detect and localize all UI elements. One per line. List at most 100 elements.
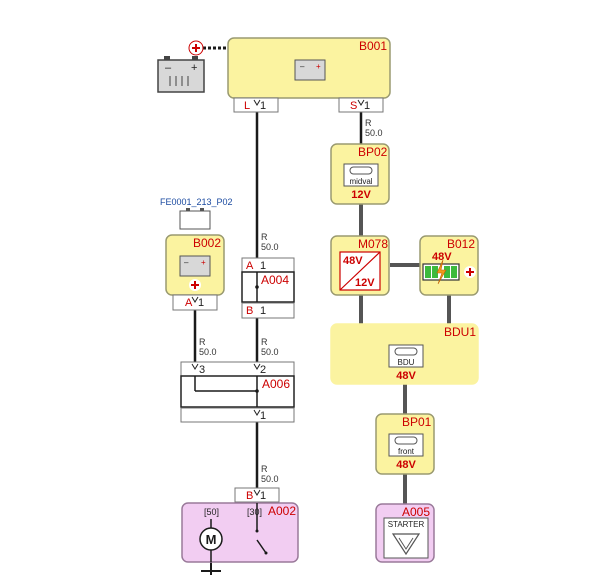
pin-arrow-icon (357, 99, 365, 106)
wire-label-r: R (261, 337, 268, 347)
switch-contact (255, 529, 259, 533)
starter-icon (383, 517, 429, 559)
voltage-label: 48V (396, 370, 416, 382)
component-tag: FE0001_213_P02 (160, 197, 233, 207)
component-id: A004 (261, 273, 289, 287)
starter-symbol (391, 533, 421, 556)
wire-label-value: 50.0 (261, 242, 279, 252)
fuse-label: BDU (398, 358, 415, 367)
wires (193, 46, 451, 575)
battery-icon (179, 255, 211, 277)
fuse-label: front (398, 447, 415, 456)
battery-icon (157, 59, 205, 93)
external-battery[interactable]: – + (157, 40, 205, 93)
lightning-icon (436, 259, 447, 285)
wire-label-value: 50.0 (199, 347, 217, 357)
fuse-label: midval (349, 177, 372, 186)
voltage-label: 48V (432, 251, 452, 263)
component-id: M078 (358, 237, 388, 251)
component-bp01[interactable]: BP01 front 48V (375, 413, 435, 475)
battery-terminal (186, 208, 190, 211)
wire-label-r: R (261, 464, 268, 474)
minus-icon: – (184, 258, 189, 267)
voltage-label: 48V (396, 459, 416, 471)
wire-label-value: 50.0 (365, 128, 383, 138)
pin-label: B (246, 490, 253, 502)
starter-label: STARTER (388, 520, 425, 529)
pin-arrow-icon (253, 363, 261, 370)
pin-label: B (246, 305, 253, 317)
pin-arrow-icon (191, 296, 199, 303)
component-id: A006 (262, 377, 290, 391)
switch-icon (256, 539, 267, 554)
fuse-element (394, 347, 418, 356)
pin-number: 3 (199, 364, 205, 376)
component-id: BP01 (402, 415, 432, 429)
component-id: A005 (402, 505, 430, 519)
component-b001[interactable]: B001 – + L 1 S 1 (227, 37, 391, 113)
starter-symbol-inner (398, 537, 414, 550)
pin-box[interactable] (233, 97, 279, 113)
component-bdu1[interactable]: BDU1 BDU 48V (330, 323, 479, 385)
battery-icon (294, 59, 326, 81)
voltage-label: 12V (351, 189, 371, 201)
component-a005[interactable]: A005 STARTER (375, 503, 435, 563)
pin-box[interactable] (241, 302, 295, 319)
component-fe0001[interactable]: FE0001_213_P02 (160, 197, 233, 230)
plus-icon: + (201, 258, 206, 267)
plus-icon: + (316, 62, 321, 71)
component-id: B001 (359, 39, 387, 53)
wire-label-value: 50.0 (261, 474, 279, 484)
plus-icon (191, 281, 199, 289)
converter-diagonal (339, 251, 381, 291)
component-b002[interactable]: B002 – + A 1 (165, 234, 225, 311)
component-id: B012 (447, 237, 475, 251)
component-b012[interactable]: B012 48V (419, 235, 479, 296)
terminal-label: [50] (204, 507, 219, 517)
battery-terminal (164, 56, 170, 60)
pin-number: 1 (364, 100, 370, 112)
component-m078[interactable]: M078 48V 12V (330, 235, 390, 296)
junction-dot (255, 285, 259, 289)
pin-arrow-icon (253, 489, 261, 496)
wire-labels: R 50.0 R 50.0 R 50.0 R 50.0 R 50.0 (199, 118, 383, 484)
pin-number: 1 (260, 305, 266, 317)
pin-number: 2 (260, 364, 266, 376)
pin-label: A (185, 297, 193, 309)
motor-icon-letter: M (206, 532, 217, 547)
battery-cell (425, 266, 431, 278)
plus-icon (466, 268, 474, 276)
pin-arrow-icon (253, 409, 261, 416)
pin-number: 1 (198, 297, 204, 309)
component-a004[interactable]: A 1 A004 B 1 (241, 257, 295, 319)
battery-cell (451, 266, 457, 278)
battery-icon (179, 210, 211, 230)
component-a002[interactable]: B 1 A002 [50] [30] M (181, 487, 299, 563)
switch-contact (264, 551, 268, 555)
fuse-element (394, 436, 418, 445)
component-id: BDU1 (444, 325, 476, 339)
voltage-in-label: 48V (343, 255, 363, 267)
minus-icon: – (165, 62, 172, 74)
pin-arrow-icon (191, 363, 199, 370)
a004-box (241, 271, 295, 303)
junction-dot (255, 389, 259, 393)
component-id: BP02 (358, 145, 388, 159)
component-a006[interactable]: 3 2 A006 1 (180, 361, 295, 423)
pin-number: 1 (260, 260, 266, 272)
wire-label-r: R (365, 118, 372, 128)
component-id: A002 (268, 504, 296, 518)
fuse-element (349, 166, 373, 175)
wire-label-r: R (261, 232, 268, 242)
terminal-label: [30] (247, 507, 262, 517)
pin-number: 1 (260, 490, 266, 502)
component-bp02[interactable]: BP02 midval 12V (330, 143, 390, 205)
plus-icon (192, 44, 200, 52)
pin-arrow-icon (253, 99, 261, 106)
pin-box[interactable] (180, 407, 295, 423)
battery-terminal (200, 208, 204, 211)
voltage-out-label: 12V (355, 277, 375, 289)
wire-label-r: R (199, 337, 206, 347)
